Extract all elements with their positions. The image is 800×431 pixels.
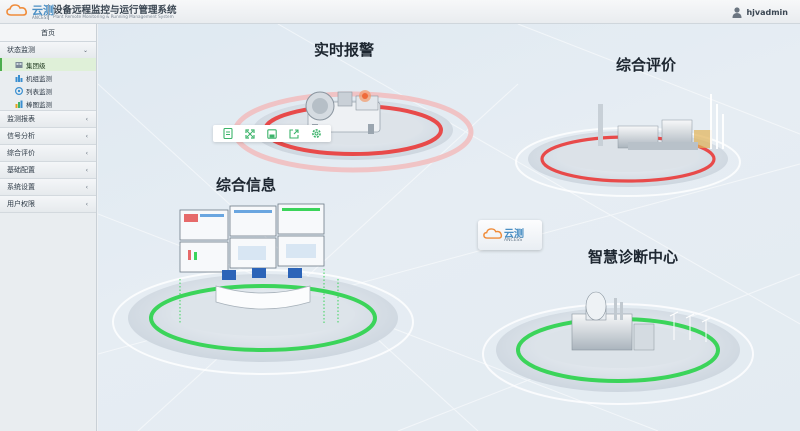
list-icon bbox=[15, 86, 23, 95]
nav-head-label: 基础配置 bbox=[7, 166, 35, 174]
nav-head-status-monitoring[interactable]: 状态监测 ⌄ bbox=[0, 42, 96, 58]
chevron-down-icon: ⌄ bbox=[82, 46, 88, 54]
chevron-left-icon: ‹ bbox=[85, 149, 88, 157]
user-avatar-icon bbox=[732, 6, 742, 18]
nuclear-plant-icon bbox=[571, 291, 711, 351]
sidebar-item-bar-monitoring[interactable]: 棒图监测 bbox=[0, 97, 96, 110]
monitor-wall-icon bbox=[179, 203, 325, 273]
chevron-left-icon: ‹ bbox=[85, 183, 88, 191]
nav-head-label: 状态监测 bbox=[7, 46, 35, 54]
cloud-logo-icon bbox=[6, 4, 27, 16]
bar-chart-icon bbox=[15, 100, 23, 108]
sidebar-item-label: 棒图监测 bbox=[26, 100, 52, 109]
nav-head-user-permissions[interactable]: 用户权限 ‹ bbox=[0, 196, 96, 212]
username: hjvadmin bbox=[746, 7, 788, 17]
power-plant-icon bbox=[598, 94, 724, 150]
nav-group-signal: 信号分析 ‹ bbox=[0, 128, 96, 145]
sidebar-item-group-level[interactable]: 集团级 bbox=[0, 58, 96, 71]
nav-group-system: 系统设置 ‹ bbox=[0, 179, 96, 196]
export-icon bbox=[289, 128, 299, 139]
save-icon bbox=[267, 128, 277, 139]
sidebar-item-label: 机组监测 bbox=[26, 74, 52, 83]
system-subtitle: Plant Remote Monitoring & Running Manage… bbox=[53, 14, 174, 19]
nav-head-signal-analysis[interactable]: 信号分析 ‹ bbox=[0, 128, 96, 144]
module-label-diagnosis[interactable]: 智慧诊断中心 bbox=[588, 248, 679, 266]
expand-icon bbox=[245, 128, 255, 139]
user-menu[interactable]: hjvadmin bbox=[732, 5, 788, 19]
sidebar: 首页 状态监测 ⌄ 集团级 机组监测 列表监测 棒图监测 监测报表 ‹ bbox=[0, 24, 97, 431]
module-label-alarm[interactable]: 实时报警 bbox=[314, 41, 375, 59]
top-header: 云测 ANCESS 设备远程监控与运行管理系统 Plant Remote Mon… bbox=[0, 0, 800, 24]
chevron-left-icon: ‹ bbox=[85, 132, 88, 140]
settings-icon bbox=[311, 129, 321, 138]
sidebar-item-label: 列表监测 bbox=[26, 87, 52, 96]
info-platform[interactable] bbox=[112, 203, 414, 375]
export-button[interactable] bbox=[288, 128, 300, 140]
scene-graphics bbox=[98, 24, 800, 431]
turbine-machine-icon bbox=[305, 90, 381, 134]
control-desk-icon bbox=[215, 268, 311, 310]
nav-group-user: 用户权限 ‹ bbox=[0, 196, 96, 213]
chevron-left-icon: ‹ bbox=[85, 166, 88, 174]
badge-brand: 云测 bbox=[504, 229, 524, 240]
nav-head-label: 综合评价 bbox=[7, 149, 35, 157]
light-beams bbox=[179, 269, 339, 324]
sidebar-item-label: 集团级 bbox=[26, 61, 46, 70]
system-title: 设备远程监控与运行管理系统 bbox=[53, 5, 177, 16]
sidebar-item-unit-monitoring[interactable]: 机组监测 bbox=[0, 71, 96, 84]
module-label-info[interactable]: 综合信息 bbox=[216, 176, 277, 194]
chevron-left-icon: ‹ bbox=[85, 115, 88, 123]
cloud-logo-icon bbox=[483, 228, 503, 239]
nav-head-reports[interactable]: 监测报表 ‹ bbox=[0, 111, 96, 127]
dashboard-scene: 实时报警 综合评价 综合信息 智慧诊断中心 云测 ANCESS bbox=[98, 24, 800, 431]
nav-head-base-config[interactable]: 基础配置 ‹ bbox=[0, 162, 96, 178]
nav-head-system-settings[interactable]: 系统设置 ‹ bbox=[0, 179, 96, 195]
sidebar-item-list-monitoring[interactable]: 列表监测 bbox=[0, 84, 96, 97]
badge-subtext: ANCESS bbox=[504, 238, 523, 243]
module-label-evaluation[interactable]: 综合评价 bbox=[616, 56, 677, 74]
nav-head-label: 监测报表 bbox=[7, 115, 35, 123]
nav-group-reports: 监测报表 ‹ bbox=[0, 111, 96, 128]
group-icon bbox=[15, 61, 23, 68]
nav-group-status: 状态监测 ⌄ 集团级 机组监测 列表监测 棒图监测 bbox=[0, 42, 96, 111]
wind-turbines bbox=[669, 311, 711, 342]
nav-group-config: 基础配置 ‹ bbox=[0, 162, 96, 179]
brand-badge: 云测 ANCESS bbox=[478, 220, 542, 250]
settings-button[interactable] bbox=[310, 128, 322, 140]
nav-head-label: 用户权限 bbox=[7, 200, 35, 208]
scene-toolbar bbox=[213, 125, 331, 142]
nav-head-label: 系统设置 bbox=[7, 183, 35, 191]
save-button[interactable] bbox=[266, 128, 278, 140]
chevron-left-icon: ‹ bbox=[85, 200, 88, 208]
document-icon bbox=[223, 128, 233, 139]
document-button[interactable] bbox=[222, 128, 234, 140]
logo-subtext: ANCESS bbox=[32, 15, 50, 20]
evaluation-platform[interactable] bbox=[515, 94, 741, 197]
expand-button[interactable] bbox=[244, 128, 256, 140]
nav-head-evaluation[interactable]: 综合评价 ‹ bbox=[0, 145, 96, 161]
nav-head-label: 信号分析 bbox=[7, 132, 35, 140]
diagnosis-platform[interactable] bbox=[482, 291, 754, 405]
logo-divider bbox=[48, 4, 49, 20]
sidebar-home[interactable]: 首页 bbox=[0, 24, 96, 42]
nav-group-evaluation: 综合评价 ‹ bbox=[0, 145, 96, 162]
unit-icon bbox=[15, 74, 23, 82]
